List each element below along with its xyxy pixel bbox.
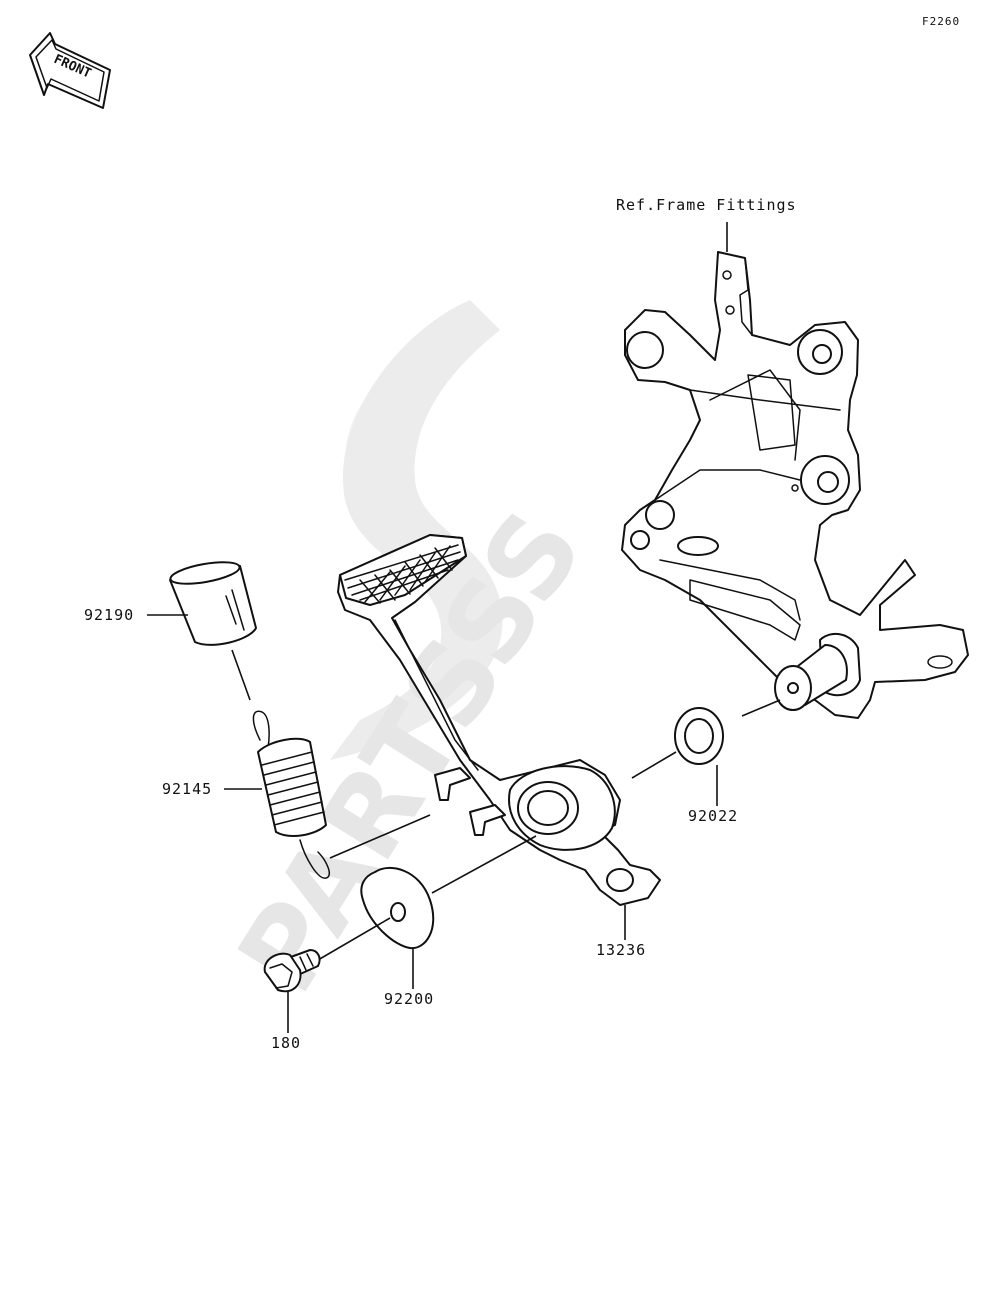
callout-92022: 92022 <box>688 765 738 825</box>
callout-180: 180 <box>271 992 301 1052</box>
spring-to-hook-line <box>329 814 431 859</box>
callout-92200: 92200 <box>384 948 434 1008</box>
part-number-180: 180 <box>271 1034 301 1052</box>
brake-pedal <box>337 534 661 906</box>
part-number-92190: 92190 <box>84 606 134 624</box>
front-arrow-icon: FRONT <box>29 32 111 109</box>
partsss-logo-icon <box>330 300 503 760</box>
part-number-92145: 92145 <box>162 780 212 798</box>
flange-bolt-180 <box>263 949 321 993</box>
washer-to-hub-line <box>431 835 537 894</box>
callout-13236: 13236 <box>596 905 646 959</box>
shaft-to-washer-line <box>741 699 781 717</box>
washer-to-pedal-line <box>631 751 677 779</box>
washer-92200 <box>360 867 435 950</box>
part-number-92022: 92022 <box>688 807 738 825</box>
return-spring-92145 <box>252 710 330 879</box>
callout-92145: 92145 <box>162 780 262 798</box>
washer-92022 <box>674 707 724 765</box>
bolt-to-washer-line <box>317 917 391 961</box>
diagram-code: F2260 <box>922 15 960 28</box>
frame-fitting-bracket <box>621 251 969 719</box>
part-number-13236: 13236 <box>596 941 646 959</box>
part-number-92200: 92200 <box>384 990 434 1008</box>
reference-note: Ref.Frame Fittings <box>616 196 797 214</box>
pedal-grip-pattern <box>344 544 461 604</box>
sleeve-to-spring-line <box>231 649 251 701</box>
callout-92190: 92190 <box>84 606 188 624</box>
rubber-sleeve-92190 <box>169 561 257 646</box>
